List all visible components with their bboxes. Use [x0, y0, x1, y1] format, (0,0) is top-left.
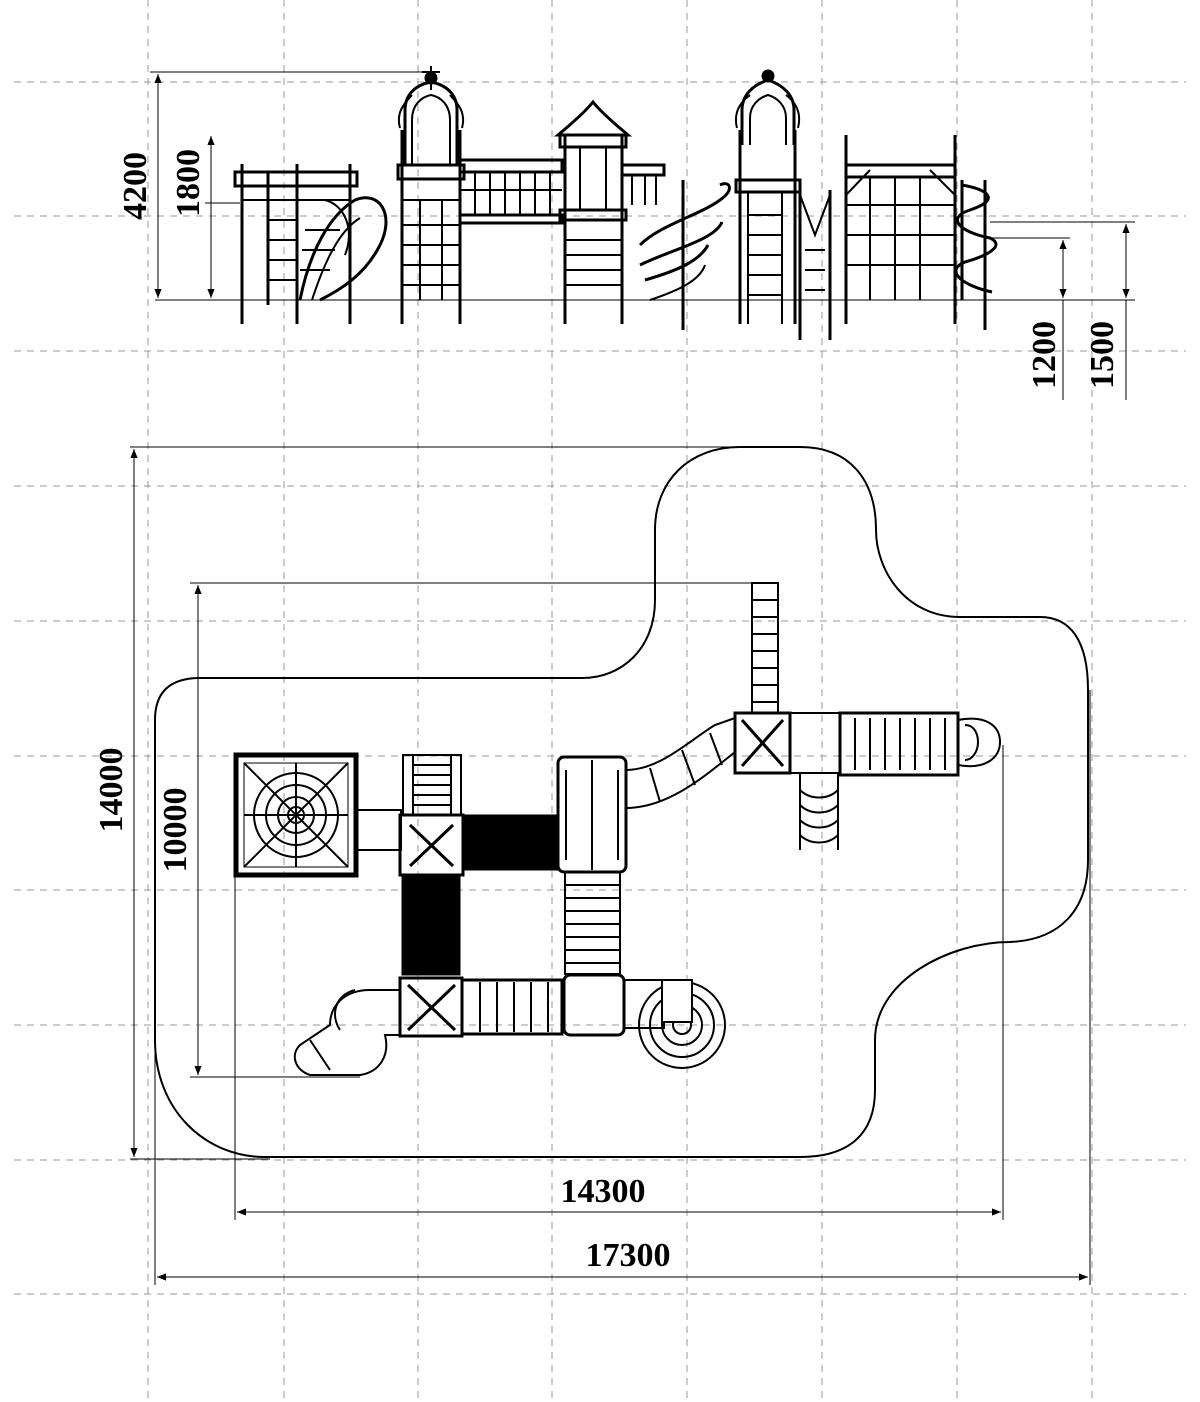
bridge-vertical [401, 874, 461, 976]
dim-14000-label: 14000 [93, 748, 130, 833]
deck-x-top-left [398, 813, 465, 877]
safety-zone-outline [154, 446, 1089, 1158]
dim-1200-label: 1200 [1026, 321, 1063, 389]
dim-14300-label: 14300 [561, 1173, 646, 1210]
right-section-plan [733, 582, 1002, 850]
left-frame [233, 164, 388, 324]
net-climber [798, 135, 998, 340]
dim-1800-label: 1800 [170, 149, 207, 217]
plan-view: 14000 10000 14300 17300 [93, 446, 1091, 1285]
dim-zone-width: 17300 [157, 1237, 1088, 1281]
dim-total-height: 4200 [117, 71, 430, 298]
dim-platform-height: 1800 [170, 136, 240, 298]
dim-1500-label: 1500 [1084, 321, 1121, 389]
dim-17300-label: 17300 [586, 1237, 671, 1274]
tube-tunnel [625, 717, 736, 809]
dim-10000-label: 10000 [157, 788, 194, 873]
ladder-center [564, 871, 621, 975]
dim-4200-label: 4200 [117, 152, 154, 220]
dim-structure-depth: 10000 [157, 585, 202, 1075]
net-tower-plan [233, 752, 402, 878]
dome-tower-left [396, 66, 466, 324]
roof-tower-center [553, 99, 633, 324]
dome-tower-right [734, 69, 802, 324]
dim-zone-depth: 14000 [93, 449, 138, 1157]
side-elevation: 4200 1800 1200 1500 [117, 66, 1135, 400]
dim-structure-width: 14300 [237, 1173, 1001, 1216]
ladder-top-left [402, 754, 462, 816]
dim-mid-platform-height: 1500 [990, 221, 1135, 400]
spiral-slide [620, 163, 731, 330]
dim-low-platform-height: 1200 [990, 237, 1070, 400]
bridge [458, 158, 564, 225]
bottom-row-plan [293, 973, 726, 1076]
roof-tower-plan [556, 755, 628, 874]
bridge-horizontal [462, 814, 559, 871]
